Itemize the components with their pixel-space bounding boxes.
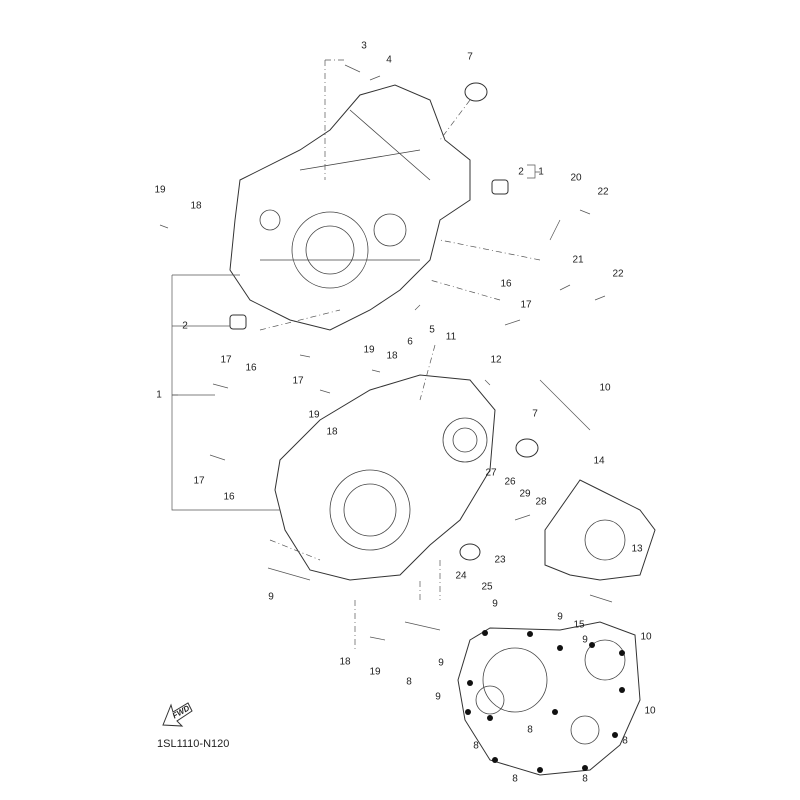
callout-16[interactable]: 16 — [245, 362, 257, 374]
callout-9[interactable]: 9 — [438, 657, 444, 669]
callout-10[interactable]: 10 — [599, 382, 611, 394]
callout-1[interactable]: 1 — [538, 166, 544, 178]
callout-15[interactable]: 15 — [573, 619, 585, 631]
callout-19[interactable]: 19 — [369, 666, 381, 678]
callout-16[interactable]: 16 — [500, 278, 512, 290]
crankcase-left — [229, 84, 471, 331]
callout-14[interactable]: 14 — [593, 455, 605, 467]
callout-6[interactable]: 6 — [407, 336, 413, 348]
catalog-code: 1SL1110-N120 — [157, 738, 230, 750]
callout-2[interactable]: 2 — [182, 320, 188, 332]
callout-7[interactable]: 7 — [532, 408, 538, 420]
callout-1[interactable]: 1 — [156, 389, 162, 401]
callout-8[interactable]: 8 — [622, 735, 628, 747]
callout-8[interactable]: 8 — [582, 773, 588, 785]
callout-18[interactable]: 18 — [386, 350, 398, 362]
callout-4[interactable]: 4 — [386, 54, 392, 66]
callout-10[interactable]: 10 — [640, 631, 652, 643]
callout-13[interactable]: 13 — [631, 543, 643, 555]
callout-22[interactable]: 22 — [612, 268, 624, 280]
callout-9[interactable]: 9 — [582, 634, 588, 646]
callout-9[interactable]: 9 — [557, 611, 563, 623]
callout-17[interactable]: 17 — [193, 475, 205, 487]
callout-11[interactable]: 11 — [445, 331, 457, 343]
callout-25[interactable]: 25 — [481, 581, 493, 593]
callout-7[interactable]: 7 — [467, 51, 473, 63]
callout-3[interactable]: 3 — [361, 40, 367, 52]
callout-22[interactable]: 22 — [597, 186, 609, 198]
callout-19[interactable]: 19 — [308, 409, 320, 421]
callout-19[interactable]: 19 — [363, 344, 375, 356]
callout-17[interactable]: 17 — [520, 299, 532, 311]
callout-26[interactable]: 26 — [504, 476, 516, 488]
callout-2[interactable]: 2 — [518, 166, 524, 178]
callout-19[interactable]: 19 — [154, 184, 166, 196]
callout-5[interactable]: 5 — [429, 324, 435, 336]
callout-8[interactable]: 8 — [527, 724, 533, 736]
callout-12[interactable]: 12 — [490, 354, 502, 366]
callout-9[interactable]: 9 — [435, 691, 441, 703]
callout-8[interactable]: 8 — [406, 676, 412, 688]
callout-17[interactable]: 17 — [292, 375, 304, 387]
callout-18[interactable]: 18 — [190, 200, 202, 212]
callout-20[interactable]: 20 — [570, 172, 582, 184]
callout-18[interactable]: 18 — [339, 656, 351, 668]
callout-9[interactable]: 9 — [492, 598, 498, 610]
callout-24[interactable]: 24 — [455, 570, 467, 582]
crankcase-inner-view — [457, 621, 641, 776]
callout-23[interactable]: 23 — [494, 554, 506, 566]
fwd-arrow-icon — [162, 702, 193, 727]
callout-10[interactable]: 10 — [644, 705, 656, 717]
bolt-dots — [465, 630, 625, 773]
callout-28[interactable]: 28 — [535, 496, 547, 508]
callout-16[interactable]: 16 — [223, 491, 235, 503]
sprocket-cover — [544, 479, 656, 581]
crankcase-right — [274, 374, 496, 581]
callout-9[interactable]: 9 — [268, 591, 274, 603]
callout-8[interactable]: 8 — [473, 740, 479, 752]
callout-21[interactable]: 21 — [572, 254, 584, 266]
callout-17[interactable]: 17 — [220, 354, 232, 366]
callout-18[interactable]: 18 — [326, 426, 338, 438]
callout-29[interactable]: 29 — [519, 488, 531, 500]
callout-27[interactable]: 27 — [485, 467, 497, 479]
callout-8[interactable]: 8 — [512, 773, 518, 785]
